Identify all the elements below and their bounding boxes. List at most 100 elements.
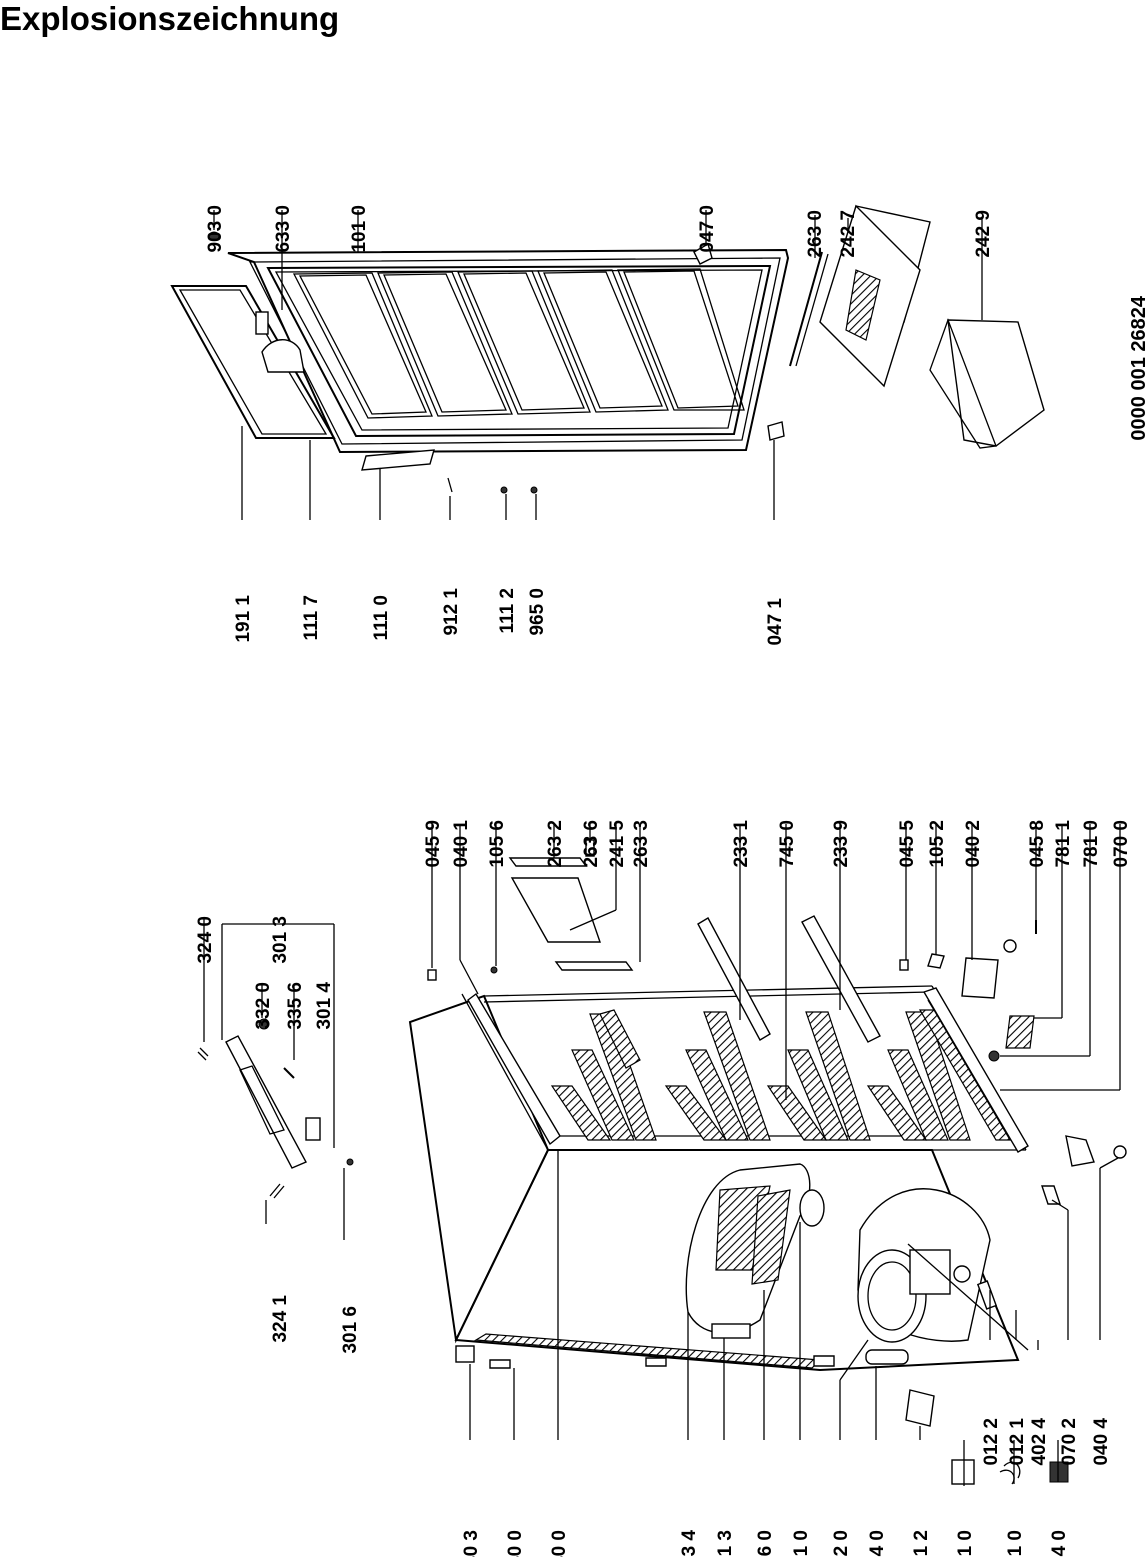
label-2427: 242 7 bbox=[838, 210, 859, 258]
label-2630: 263 0 bbox=[805, 210, 826, 258]
door-bracket bbox=[361, 449, 435, 471]
label-1010: 101 0 bbox=[349, 205, 370, 253]
filter-7640 bbox=[865, 1349, 909, 1365]
label-6140: 614 0 bbox=[1049, 1530, 1070, 1557]
label-3016: 301 6 bbox=[340, 1306, 361, 1354]
label-2339: 233 9 bbox=[831, 820, 852, 868]
shelf-bracket-2633 bbox=[554, 961, 634, 971]
top-cover bbox=[225, 1035, 307, 1169]
hinge-upper bbox=[693, 242, 713, 265]
label-3013: 301 3 bbox=[270, 916, 291, 964]
label-0401: 040 1 bbox=[451, 820, 472, 868]
label-0702: 070 2 bbox=[1059, 1418, 1080, 1466]
label-0700: 070 0 bbox=[1111, 820, 1132, 868]
label-3240: 324 0 bbox=[195, 916, 216, 964]
part-6913 bbox=[711, 1323, 751, 1339]
vent-7811 bbox=[1005, 1015, 1035, 1049]
label-1117: 111 7 bbox=[301, 595, 322, 640]
shelf-rail-lower bbox=[801, 915, 881, 1043]
door-compartments bbox=[292, 268, 745, 419]
label-6910: 691 0 bbox=[791, 1530, 812, 1557]
part-3014 bbox=[305, 1117, 321, 1141]
label-9030: 903 0 bbox=[205, 205, 226, 253]
label-9650: 965 0 bbox=[527, 588, 548, 636]
cap-7810 bbox=[988, 1050, 1000, 1062]
label-4910: 491 0 bbox=[955, 1530, 976, 1557]
label-5612: 561 2 bbox=[911, 1530, 932, 1557]
label-3241: 324 1 bbox=[270, 1295, 291, 1343]
hinge-cap bbox=[208, 231, 220, 241]
spring-335 bbox=[283, 1067, 295, 1079]
label-7403: 740 3 bbox=[461, 1530, 482, 1557]
label-9934: 993 4 bbox=[679, 1530, 700, 1557]
label-1112: 111 2 bbox=[497, 588, 518, 633]
label-0455: 045 5 bbox=[897, 820, 918, 868]
label-2632: 263 2 bbox=[545, 820, 566, 868]
page-title: Explosionszeichnung bbox=[0, 0, 340, 37]
screw-0455 bbox=[899, 959, 909, 971]
label-0470: 047 0 bbox=[697, 205, 718, 253]
drawer-assembly bbox=[789, 204, 1045, 449]
label-0471: 047 1 bbox=[765, 598, 786, 646]
screw-1056 bbox=[490, 966, 498, 974]
label-6913: 691 3 bbox=[715, 1530, 736, 1557]
label-1052: 105 2 bbox=[927, 820, 948, 868]
freezer-shelves bbox=[550, 1009, 1012, 1141]
evaporator-housing bbox=[685, 1163, 825, 1339]
label-2636: 263 6 bbox=[581, 820, 602, 868]
document-number: 0000 001 26824 bbox=[1128, 295, 1147, 440]
screw-0402 bbox=[1003, 939, 1017, 953]
screw-912 bbox=[447, 477, 453, 493]
shelf-bracket-2632 bbox=[508, 857, 588, 867]
screw-3016 bbox=[346, 1158, 354, 1166]
drawer-rail bbox=[789, 251, 823, 367]
label-6330: 633 0 bbox=[273, 205, 294, 253]
bracket-0404 bbox=[1065, 1135, 1095, 1167]
bracket-0402 bbox=[961, 957, 999, 999]
label-1110: 111 0 bbox=[371, 595, 392, 640]
label-0122: 012 2 bbox=[981, 1418, 1002, 1466]
label-7640: 764 0 bbox=[867, 1530, 888, 1557]
label-3320: 332 0 bbox=[253, 982, 274, 1030]
label-9121: 912 1 bbox=[441, 588, 462, 636]
door-gasket-strip bbox=[170, 285, 336, 439]
label-0400: 040 0 bbox=[549, 1530, 570, 1557]
label-2429: 242 9 bbox=[973, 210, 994, 258]
screw-0459 bbox=[427, 969, 437, 981]
screw-1112 bbox=[500, 486, 508, 494]
lower-leader-lines bbox=[203, 824, 1121, 1486]
foot-corner bbox=[455, 1345, 475, 1363]
shelf-rail-upper bbox=[697, 917, 771, 1041]
compressor-compartment bbox=[857, 1188, 1029, 1351]
spring-5610 bbox=[999, 1461, 1021, 1485]
label-7400: 740 0 bbox=[505, 1530, 526, 1557]
label-0404: 040 4 bbox=[1091, 1418, 1112, 1466]
label-2331: 233 1 bbox=[731, 820, 752, 868]
label-5610: 561 0 bbox=[1005, 1530, 1026, 1557]
label-1560: 156 0 bbox=[755, 1530, 776, 1557]
part-labels: 903 0 633 0 101 0 047 0 263 0 242 7 242 … bbox=[195, 205, 1147, 1557]
part-1052 bbox=[927, 953, 945, 969]
shelf-glass-2415 bbox=[510, 877, 601, 943]
label-2415: 241 5 bbox=[607, 820, 628, 868]
hinge-block bbox=[255, 311, 269, 335]
label-1911: 191 1 bbox=[233, 595, 254, 643]
label-2633: 263 3 bbox=[631, 820, 652, 868]
label-7811: 781 1 bbox=[1053, 820, 1074, 868]
part-6140 bbox=[1049, 1461, 1069, 1483]
door-handle bbox=[261, 339, 305, 373]
door-assembly bbox=[170, 231, 790, 494]
knob-332 bbox=[258, 1018, 270, 1030]
door-inner-liner bbox=[266, 264, 772, 438]
label-0121: 012 1 bbox=[1007, 1418, 1028, 1466]
label-1056: 105 6 bbox=[487, 820, 508, 868]
label-0459: 045 9 bbox=[423, 820, 444, 868]
label-4024: 402 4 bbox=[1029, 1418, 1050, 1466]
label-4020: 402 0 bbox=[831, 1530, 852, 1557]
fan-6910 bbox=[799, 1189, 825, 1227]
label-7450: 745 0 bbox=[777, 820, 798, 868]
part-5612 bbox=[905, 1389, 935, 1427]
cabinet-assembly bbox=[197, 839, 1127, 1485]
drawer-lower bbox=[947, 319, 1045, 447]
